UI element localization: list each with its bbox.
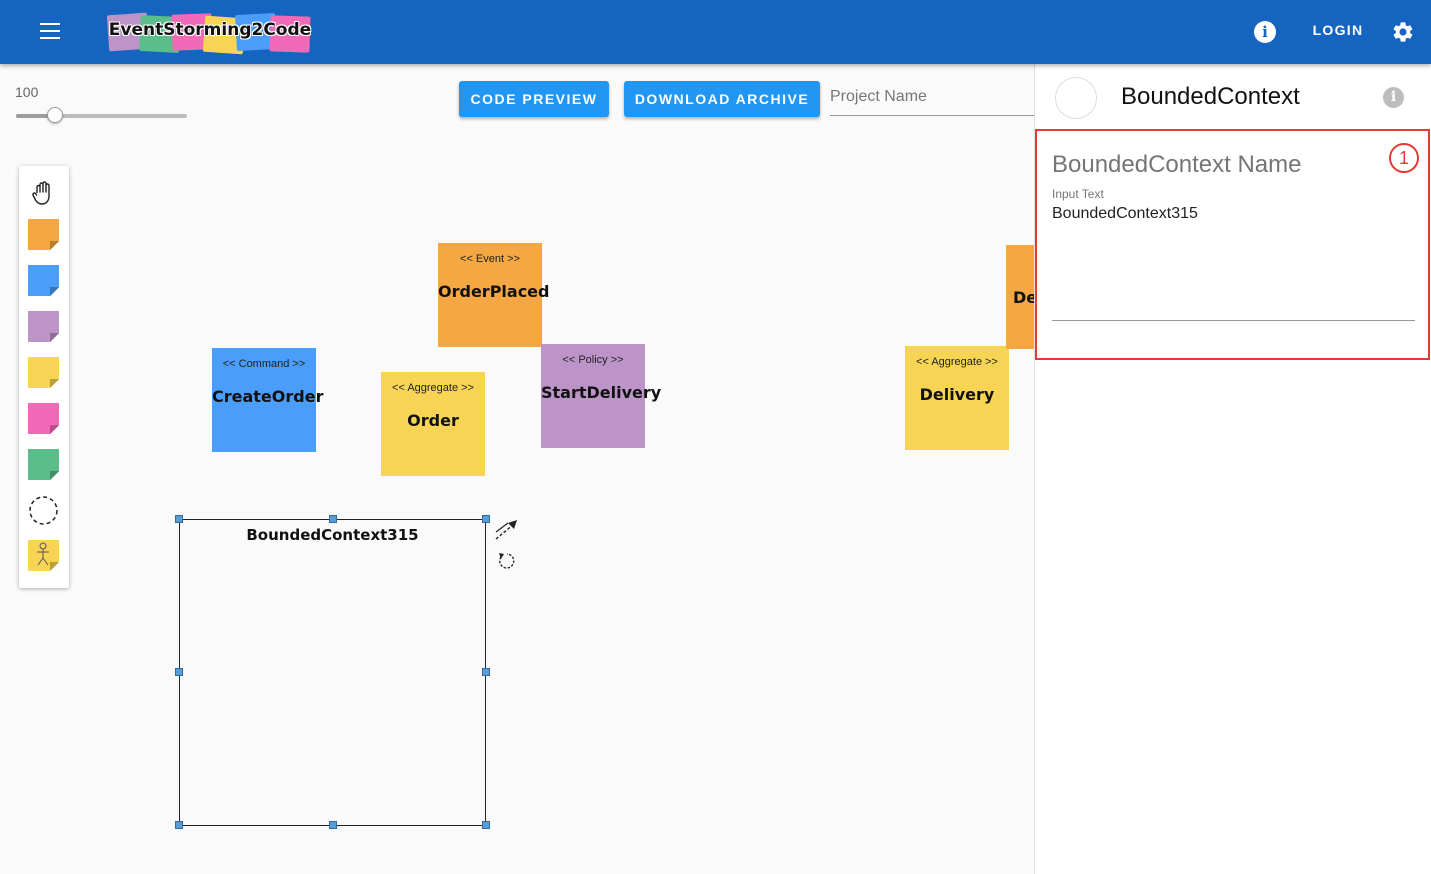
logo-text: EventStorming2Code — [108, 20, 312, 40]
properties-panel: BoundedContext i — [1034, 64, 1431, 874]
element-avatar — [1055, 77, 1097, 119]
aggregate-sticky-icon — [28, 357, 59, 388]
project-name-input[interactable] — [830, 84, 1034, 116]
event-sticky-icon — [28, 219, 59, 250]
menu-icon[interactable] — [40, 23, 64, 41]
download-archive-button[interactable]: DOWNLOAD ARCHIVE — [624, 81, 820, 117]
aggregate-sticky-tool[interactable] — [28, 357, 59, 388]
login-button[interactable]: LOGIN — [1312, 22, 1364, 38]
sticky-stereotype: << Aggregate >> — [392, 382, 474, 394]
sticky-name: Order — [407, 411, 459, 430]
event-sticky-tool[interactable] — [28, 219, 59, 250]
bounded-context-box[interactable]: BoundedContext315 — [175, 515, 490, 829]
sticky-stereotype: << Policy >> — [562, 354, 624, 366]
sticky-stereotype: << Aggregate >> — [916, 356, 998, 368]
sticky-name: CreateOrder — [212, 387, 324, 406]
sticky-name: Del — [1013, 288, 1034, 307]
sticky-name: StartDelivery — [541, 383, 662, 402]
hand-tool[interactable] — [28, 178, 59, 209]
sticky-stereotype: << Event >> — [460, 253, 520, 265]
aggregate-sticky-delivery[interactable]: << Aggregate >> Delivery — [905, 346, 1009, 450]
policy-sticky-start-delivery[interactable]: << Policy >> StartDelivery — [541, 344, 662, 448]
resize-handle-bottom[interactable] — [329, 821, 337, 829]
aggregate-sticky-order[interactable]: << Aggregate >> Order — [381, 372, 485, 476]
sticky-palette — [19, 166, 69, 588]
event-sticky-partial[interactable]: Del — [1006, 245, 1034, 349]
zoom-slider[interactable] — [16, 107, 187, 123]
bounded-context-name-input[interactable] — [1052, 205, 1415, 321]
actor-icon — [28, 540, 59, 571]
gear-icon[interactable] — [1391, 20, 1415, 44]
resize-handle-top-left[interactable] — [175, 515, 183, 523]
policy-sticky-tool[interactable] — [28, 311, 59, 342]
info-icon[interactable]: i — [1254, 21, 1276, 43]
bounded-context-name: BoundedContext315 — [246, 526, 419, 544]
bounded-context-tool[interactable] — [28, 495, 59, 526]
resize-handle-bottom-right[interactable] — [482, 821, 490, 829]
actor-tool[interactable] — [28, 540, 59, 571]
resize-handle-left[interactable] — [175, 668, 183, 676]
command-sticky-tool[interactable] — [28, 265, 59, 296]
view-sticky-tool[interactable] — [28, 449, 59, 480]
resize-handle-top-right[interactable] — [482, 515, 490, 523]
sticky-name: OrderPlaced — [438, 282, 550, 301]
code-preview-button[interactable]: CODE PREVIEW — [459, 81, 609, 117]
view-sticky-icon — [28, 449, 59, 480]
panel-title: BoundedContext — [1121, 83, 1300, 110]
resize-handle-top[interactable] — [329, 515, 337, 523]
sticky-name: Delivery — [919, 385, 995, 404]
field-title: BoundedContext Name — [1052, 151, 1302, 178]
step-badge: 1 — [1389, 143, 1419, 173]
zoom-slider-thumb[interactable] — [47, 107, 64, 123]
resize-handle-bottom-left[interactable] — [175, 821, 183, 829]
event-sticky-order-placed[interactable]: << Event >> OrderPlaced — [438, 243, 550, 347]
command-sticky-create-order[interactable]: << Command >> CreateOrder — [212, 348, 324, 452]
external-sticky-icon — [28, 403, 59, 434]
connect-arrow-icon[interactable] — [494, 518, 520, 542]
hand-icon — [32, 181, 50, 205]
command-sticky-icon — [28, 265, 59, 296]
app-bar: EventStorming2Code i LOGIN — [0, 0, 1431, 64]
app-logo[interactable]: EventStorming2Code — [106, 12, 314, 55]
external-sticky-tool[interactable] — [28, 403, 59, 434]
field-label: Input Text — [1052, 187, 1104, 201]
panel-info-icon[interactable]: i — [1383, 87, 1404, 108]
rotate-icon[interactable] — [497, 551, 517, 571]
name-field-highlight: 1 BoundedContext Name Input Text — [1035, 129, 1430, 360]
sticky-stereotype: << Command >> — [222, 358, 306, 370]
bounded-context-icon — [29, 496, 58, 525]
policy-sticky-icon — [28, 311, 59, 342]
zoom-value: 100 — [15, 84, 39, 100]
resize-handle-right[interactable] — [482, 668, 490, 676]
